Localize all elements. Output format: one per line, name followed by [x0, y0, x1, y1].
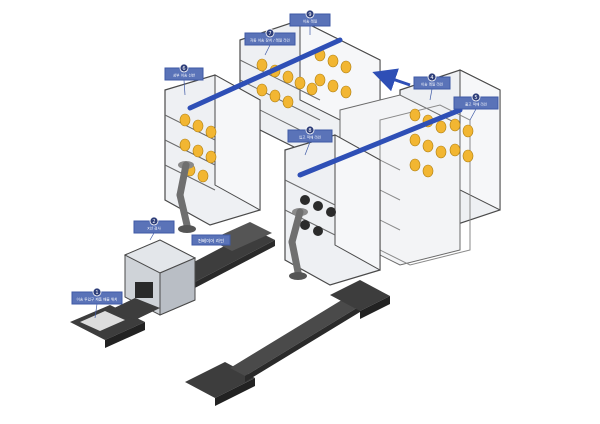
rail-lines — [187, 37, 463, 178]
callout-leader — [94, 303, 98, 319]
stored-item — [340, 85, 352, 99]
callout-number-badge — [92, 287, 102, 297]
stored-item-dark — [313, 201, 323, 211]
floor-tag: 컨베이어 라인 — [191, 234, 231, 246]
stored-item — [192, 119, 204, 133]
stored-item — [435, 120, 447, 134]
callout-label: 자동 이송 장치 / 레일 라인 — [250, 38, 290, 43]
stored-item — [256, 83, 268, 97]
callout-label: 상부 이송 선반 — [173, 73, 196, 78]
floor-conveyor — [185, 280, 390, 406]
stored-item — [306, 82, 318, 96]
stored-items — [179, 48, 474, 236]
callout-number-badge — [305, 125, 315, 135]
stored-item — [462, 124, 474, 138]
stored-item — [205, 150, 217, 164]
callout-6: 6상부 이송 선반 — [164, 63, 204, 96]
stored-item — [294, 76, 306, 90]
callout-number-badge — [427, 72, 437, 82]
callout-7: 7자동 이송 장치 / 레일 라인 — [244, 28, 296, 56]
callout-number-badge — [265, 28, 275, 38]
stored-item — [327, 79, 339, 93]
callout-leader — [183, 79, 186, 96]
stored-item — [409, 108, 421, 122]
rail-lower-right — [297, 107, 463, 178]
stored-item — [314, 73, 326, 87]
stored-item — [449, 118, 461, 132]
callout-label: X선 검사 — [147, 226, 161, 231]
callout-1: 1이송 투입구 제품 배출 위치 — [71, 287, 123, 319]
stored-item — [409, 133, 421, 147]
floor-tag-label: 컨베이어 라인 — [198, 238, 224, 245]
callout-number: 9 — [308, 12, 311, 18]
callout-leader — [264, 44, 271, 56]
callout-number: 6 — [182, 66, 185, 72]
stored-item — [422, 164, 434, 178]
robot-arm-left — [176, 161, 196, 233]
stored-item — [179, 138, 191, 152]
callout-number: 8 — [308, 128, 311, 134]
stored-item — [179, 113, 191, 127]
callout-label: 이송 투입구 제품 배출 위치 — [77, 297, 118, 302]
stored-item — [327, 54, 339, 68]
callout-5: 5출고 적재 라인 — [453, 92, 499, 121]
rail-arrow-icon — [372, 68, 411, 92]
callout-number: 4 — [430, 75, 433, 81]
stored-item — [422, 139, 434, 153]
callout-number: 7 — [268, 31, 271, 37]
stored-item-dark — [300, 220, 310, 230]
xray-machine — [123, 239, 197, 316]
stored-item — [282, 95, 294, 109]
callout-4: 4이송 레일 라인 — [413, 72, 451, 101]
stored-item — [340, 60, 352, 74]
callout-number: 5 — [474, 95, 477, 101]
robot-arm-center — [288, 208, 308, 280]
callout-leader — [149, 232, 155, 241]
callout-label: 입고 적재 라인 — [299, 135, 321, 140]
callout-number-badge — [305, 9, 315, 19]
callout-leader — [429, 88, 433, 101]
stored-item — [197, 169, 209, 183]
back-rack-group — [164, 19, 501, 286]
callout-label: 이송 레일 라인 — [421, 82, 443, 87]
callout-number-badge — [149, 216, 159, 226]
stored-item — [269, 89, 281, 103]
callout-9: 9이송 레일 — [289, 9, 331, 35]
callout-label: 이송 레일 — [303, 19, 317, 24]
stored-item — [435, 145, 447, 159]
stored-item — [282, 70, 294, 84]
callout-number: 2 — [152, 219, 155, 225]
stored-item-dark — [300, 195, 310, 205]
rail-upper-left — [187, 37, 343, 111]
callout-2: 2X선 검사 — [133, 216, 175, 241]
stored-item — [205, 125, 217, 139]
callout-8: 8입고 적재 라인 — [287, 125, 333, 156]
callout-leader — [469, 108, 477, 121]
xray-machine-icon — [135, 282, 153, 298]
stored-item — [409, 158, 421, 172]
callout-label: 출고 적재 라인 — [465, 102, 487, 107]
stored-item-dark — [313, 226, 323, 236]
rack-left — [164, 74, 261, 226]
stored-item — [462, 149, 474, 163]
inlet-platform — [70, 298, 160, 348]
stored-item — [449, 143, 461, 157]
callout-number-badge — [471, 92, 481, 102]
stored-item — [192, 144, 204, 158]
callout-leader — [304, 141, 311, 156]
callout-number: 1 — [95, 290, 98, 296]
callout-number-badge — [179, 63, 189, 73]
stored-item — [256, 58, 268, 72]
stored-item-dark — [326, 207, 336, 217]
